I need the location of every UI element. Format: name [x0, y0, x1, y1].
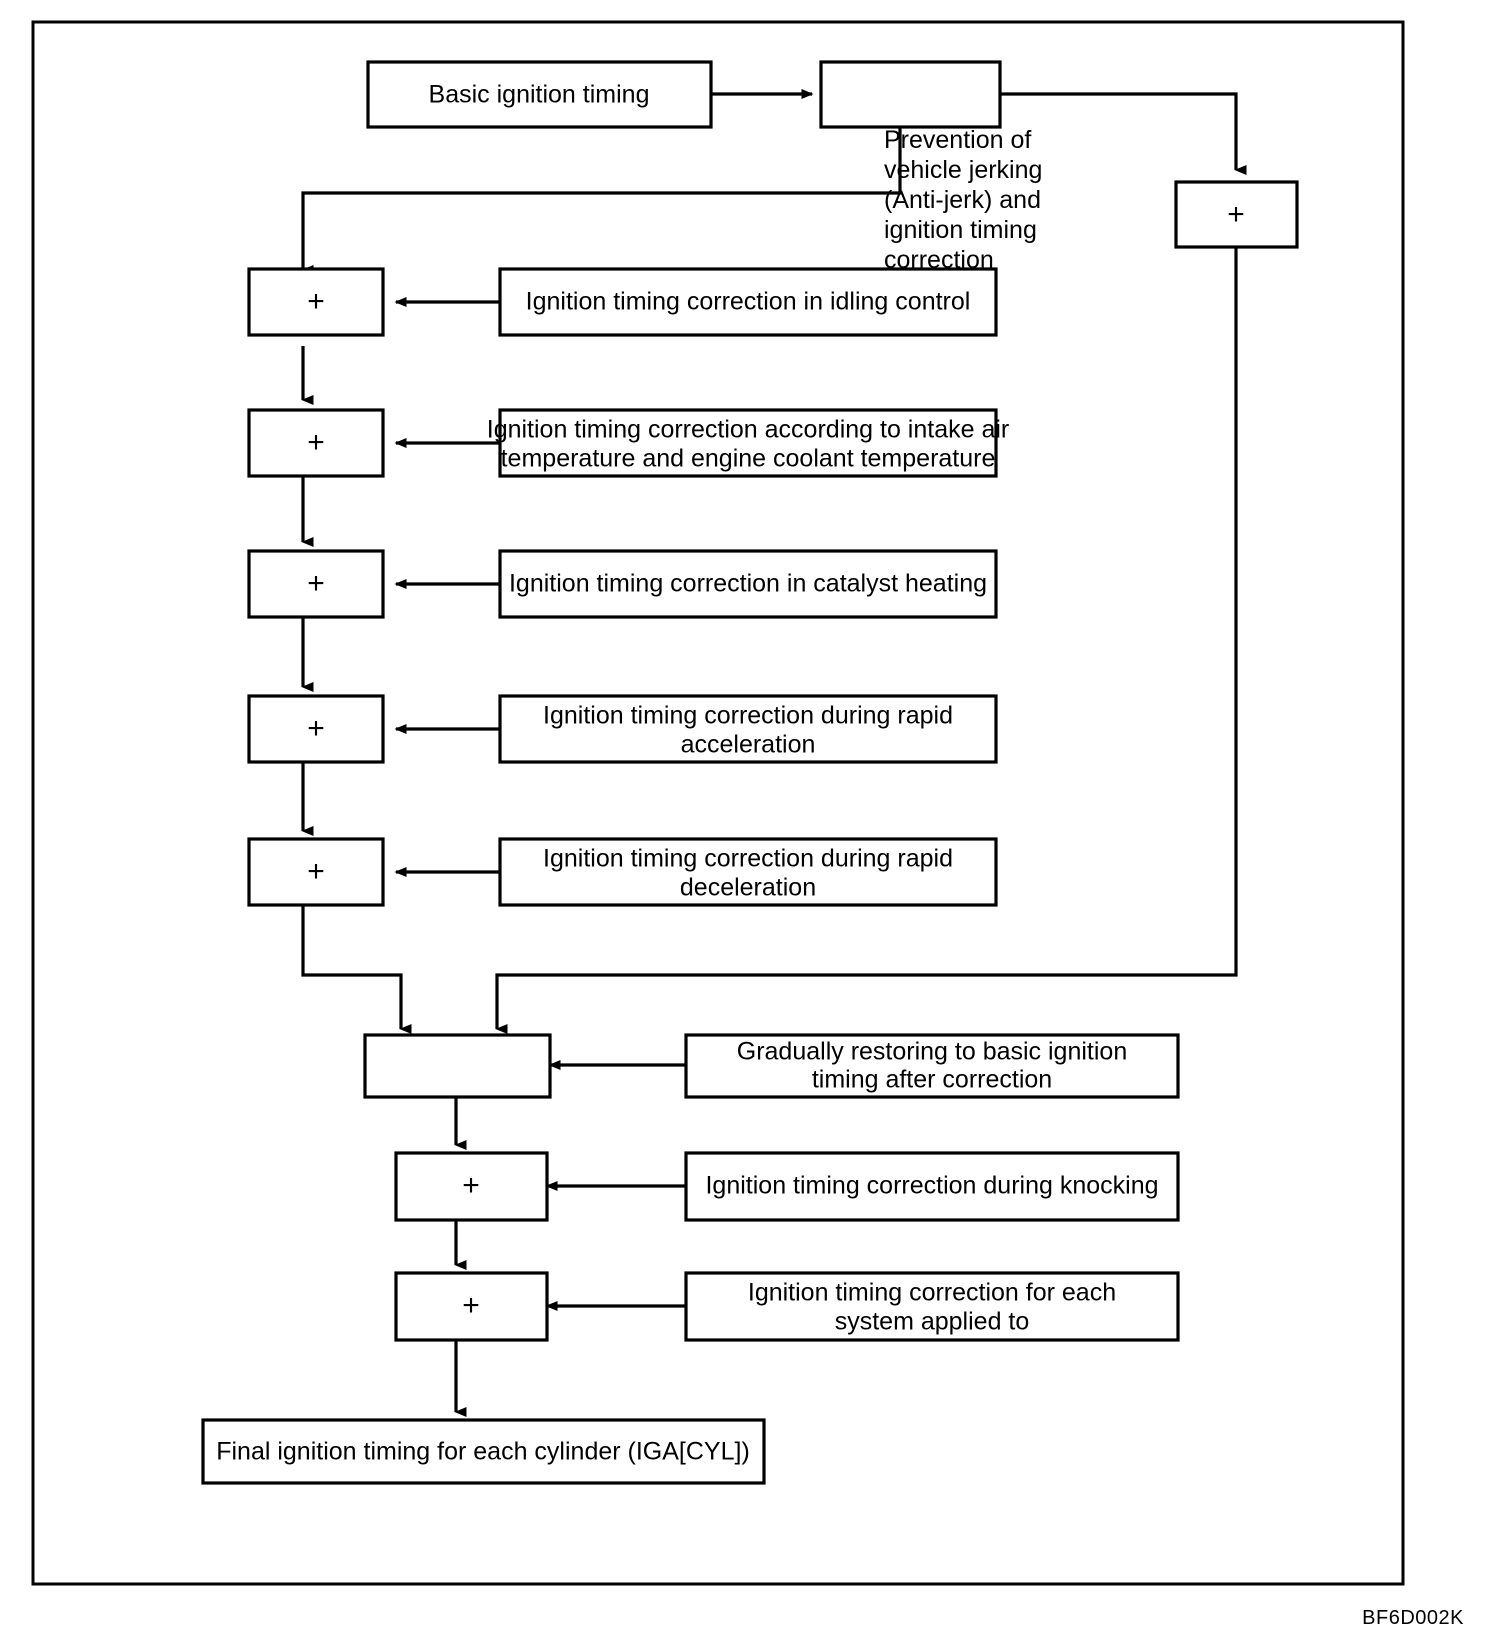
connector-antijerk-to-right-sum [1000, 92, 1247, 175]
svg-text:system applied to: system applied to [835, 1308, 1030, 1336]
svg-text:Prevention of: Prevention of [884, 126, 1031, 154]
node-sum-each-system-symbol: + [462, 1289, 480, 1322]
node-sum-idling: + [247, 267, 385, 337]
svg-text:(Anti-jerk) and: (Anti-jerk) and [884, 186, 1041, 214]
svg-text:Ignition timing correction in: Ignition timing correction in idling con… [526, 288, 971, 316]
svg-text:Ignition timing correction dur: Ignition timing correction during rapid [543, 702, 953, 730]
svg-text:timing after correction: timing after correction [812, 1066, 1052, 1094]
node-corr-rapid-decel: Ignition timing correction during rapid … [498, 837, 998, 907]
node-corr-restore: Gradually restoring to basic ignition ti… [684, 1033, 1180, 1099]
node-anti-jerk-block [819, 60, 1002, 129]
svg-text:temperature and engine coolant: temperature and engine coolant temperatu… [501, 445, 996, 473]
svg-text:vehicle jerking: vehicle jerking [884, 156, 1042, 184]
node-sum-rapid-accel-symbol: + [307, 712, 325, 745]
node-sum-knocking: + [394, 1151, 549, 1222]
svg-text:Ignition timing correction dur: Ignition timing correction during knocki… [705, 1172, 1158, 1200]
figure-border [31, 20, 1405, 1586]
svg-text:deceleration: deceleration [680, 874, 816, 902]
node-final-output: Final ignition timing for each cylinder … [201, 1418, 766, 1485]
svg-text:Ignition timing correction for: Ignition timing correction for each [748, 1279, 1116, 1307]
node-basic-ignition-timing-label: Basic ignition timing [429, 81, 650, 109]
node-sum-intake-air-symbol: + [307, 426, 325, 459]
node-corr-each-system: Ignition timing correction for each syst… [684, 1271, 1180, 1342]
svg-text:ignition timing: ignition timing [884, 216, 1037, 244]
svg-text:Ignition timing correction in: Ignition timing correction in catalyst h… [509, 570, 987, 598]
node-sum-right: + [1174, 180, 1299, 249]
node-corr-rapid-accel: Ignition timing correction during rapid … [498, 694, 998, 764]
node-corr-catalyst: Ignition timing correction in catalyst h… [498, 549, 998, 619]
node-sum-knocking-symbol: + [462, 1169, 480, 1202]
node-sum-right-symbol: + [1227, 198, 1245, 231]
node-final-output-label: Final ignition timing for each cylinder … [216, 1438, 750, 1466]
connector-decel-to-restore [301, 906, 412, 1034]
node-sum-rapid-decel: + [247, 837, 385, 907]
node-anti-jerk-label: Prevention of vehicle jerking (Anti-jerk… [884, 126, 1042, 274]
node-corr-knocking: Ignition timing correction during knocki… [684, 1151, 1180, 1222]
connector-right-sum-to-restore [495, 247, 1238, 1034]
node-sum-each-system: + [394, 1271, 549, 1342]
svg-text:Ignition timing correction dur: Ignition timing correction during rapid [543, 845, 953, 873]
node-sum-catalyst-symbol: + [307, 567, 325, 600]
node-sum-rapid-decel-symbol: + [307, 855, 325, 888]
svg-text:acceleration: acceleration [681, 731, 816, 759]
node-sum-idling-symbol: + [307, 285, 325, 318]
connector-antijerk-to-idling-sum [301, 127, 902, 275]
node-basic-ignition-timing: Basic ignition timing [366, 60, 713, 129]
figure-code: BF6D002K [1362, 1607, 1464, 1629]
node-sum-catalyst: + [247, 549, 385, 619]
node-corr-idling: Ignition timing correction in idling con… [498, 267, 998, 337]
node-sum-intake-air: + [247, 408, 385, 478]
node-corr-intake-air: Ignition timing correction according to … [487, 408, 1010, 478]
node-sum-rapid-accel: + [247, 694, 385, 764]
svg-text:Ignition timing correction acc: Ignition timing correction according to … [487, 416, 1010, 444]
svg-text:Gradually restoring to basic i: Gradually restoring to basic ignition [737, 1038, 1127, 1066]
node-restore-block [363, 1033, 552, 1099]
